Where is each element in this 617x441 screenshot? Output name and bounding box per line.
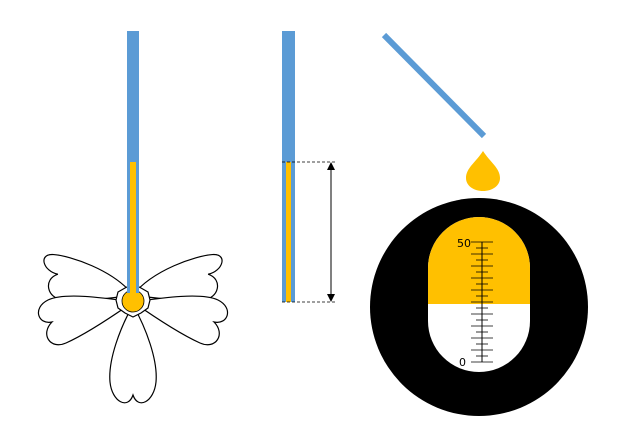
refractometer-view: 50 0 °Brix bbox=[370, 198, 588, 416]
petal-left bbox=[37, 295, 135, 346]
petal-right bbox=[131, 295, 229, 346]
tube-body bbox=[381, 32, 487, 139]
capillary-tube-in-flower bbox=[127, 31, 139, 293]
scale-max-label: 50 bbox=[457, 237, 471, 250]
nectar-drop-icon bbox=[466, 151, 500, 191]
petal-bottom bbox=[109, 303, 157, 404]
unit-label: °Brix bbox=[452, 370, 502, 394]
brix-scale bbox=[471, 241, 493, 363]
flower-icon bbox=[37, 253, 229, 404]
nectar-column bbox=[130, 162, 136, 293]
refractometer-lens bbox=[428, 217, 530, 372]
capillary-tube-measured bbox=[282, 31, 336, 303]
capillary-tube-dispensing bbox=[381, 32, 487, 139]
flower-petals bbox=[37, 253, 229, 404]
reading-upper-area bbox=[428, 217, 530, 304]
scale-min-label: 0 bbox=[459, 356, 466, 369]
flower-nectary bbox=[121, 289, 145, 313]
double-arrow-icon bbox=[327, 162, 335, 302]
nectar-column bbox=[286, 162, 291, 302]
